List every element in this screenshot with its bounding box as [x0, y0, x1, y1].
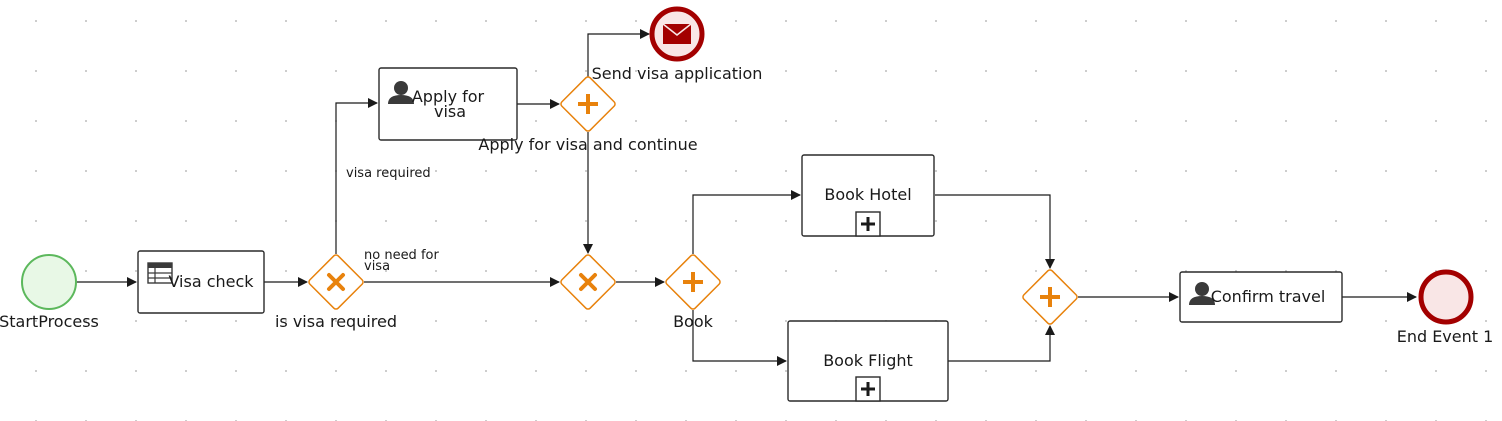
user-icon — [1189, 282, 1215, 305]
subprocess-plus-icon[interactable] — [855, 211, 881, 237]
sequence-flows — [77, 29, 1417, 366]
flow-label-no-need-line1: no need for — [364, 248, 439, 263]
gateway-book-label: Book — [673, 312, 714, 331]
start-event[interactable] — [21, 254, 77, 310]
task-apply-for-visa[interactable]: Apply for visa — [378, 67, 518, 141]
gateway-apply-continue-label: Apply for visa and continue — [478, 135, 697, 154]
parallel-plus-icon — [1040, 287, 1060, 307]
business-rule-icon — [147, 262, 173, 284]
subprocess-book-flight[interactable]: Book Flight — [787, 320, 949, 402]
task-visa-check-label: Visa check — [168, 272, 254, 291]
message-end-event[interactable] — [649, 6, 705, 62]
start-event-label: StartProcess — [0, 312, 99, 331]
user-icon — [388, 81, 414, 104]
subprocess-plus-icon[interactable] — [855, 376, 881, 402]
task-confirm-travel[interactable]: Confirm travel — [1179, 271, 1343, 323]
flow-hotel-to-join[interactable] — [935, 194, 1055, 269]
flow-book-to-flight[interactable] — [692, 310, 787, 366]
end-event-label: End Event 1 — [1397, 327, 1494, 346]
flow-label-no-need-line2: visa — [364, 259, 390, 274]
gateway-is-visa-required[interactable] — [308, 254, 365, 311]
message-end-event-label: Send visa application — [592, 64, 763, 83]
task-confirm-travel-label: Confirm travel — [1211, 287, 1326, 306]
envelope-icon — [662, 23, 692, 44]
flow-book-to-hotel[interactable] — [692, 190, 801, 254]
flow-flight-to-join[interactable] — [948, 325, 1055, 362]
end-event[interactable] — [1418, 269, 1474, 325]
task-apply-for-visa-line1: Apply for — [412, 87, 485, 106]
flow-visa-required[interactable] — [335, 98, 378, 254]
gateway-merge[interactable] — [560, 254, 617, 311]
gateway-apply-continue[interactable] — [560, 76, 617, 133]
parallel-plus-icon — [683, 272, 703, 292]
task-apply-for-visa-line2: visa — [434, 102, 466, 121]
exclusive-x-icon — [579, 273, 597, 291]
task-visa-check[interactable]: Visa check — [137, 250, 265, 314]
subprocess-book-flight-label: Book Flight — [823, 351, 913, 370]
gateway-book[interactable] — [665, 254, 722, 311]
flow-label-visa-required: visa required — [346, 166, 431, 181]
gateway-is-visa-required-label: is visa required — [275, 312, 397, 331]
parallel-plus-icon — [578, 94, 598, 114]
flow-parallel-to-send[interactable] — [587, 29, 650, 77]
gateway-join[interactable] — [1022, 269, 1079, 326]
subprocess-book-hotel[interactable]: Book Hotel — [801, 154, 935, 237]
exclusive-x-icon — [327, 273, 345, 291]
subprocess-book-hotel-label: Book Hotel — [824, 185, 911, 204]
